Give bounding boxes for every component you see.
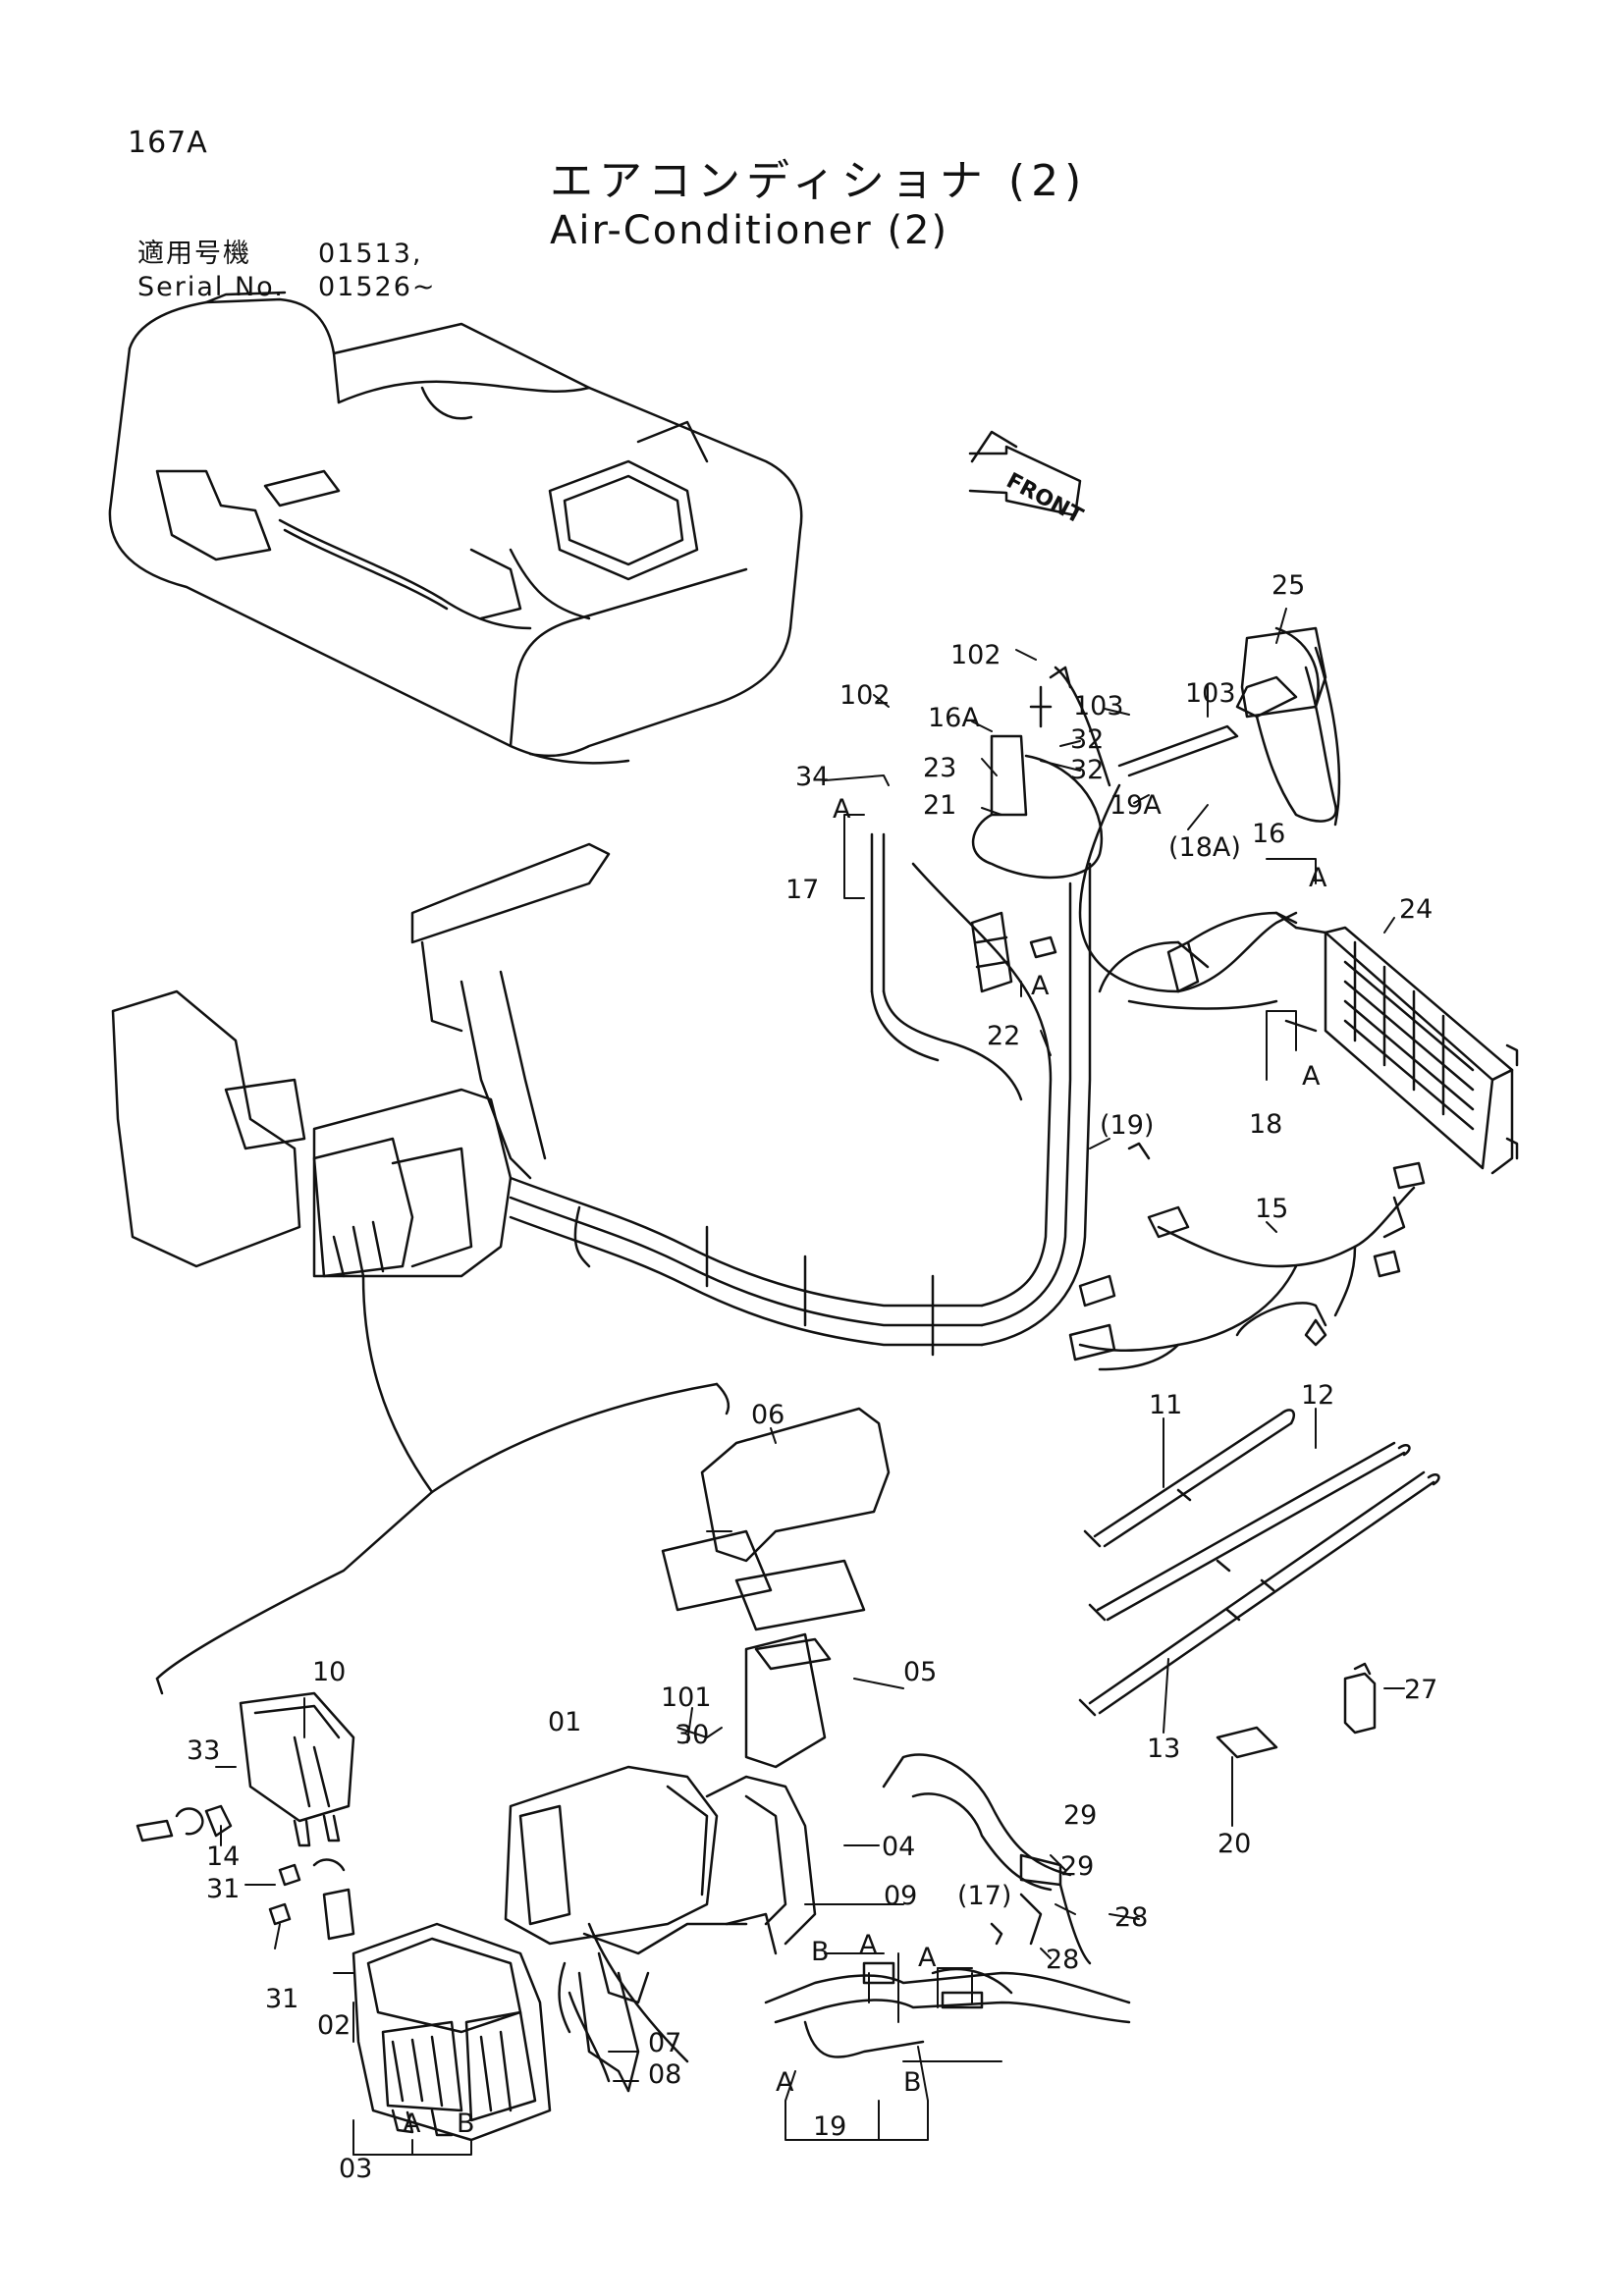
label-b-fitting-09: B [811, 1937, 830, 1967]
callout-32-lower: 32 [1070, 755, 1104, 785]
page-id: 167A [128, 126, 208, 160]
serial-value-2: 01526~ [318, 272, 437, 302]
callout-03: 03 [339, 2154, 372, 2184]
callout-15: 15 [1255, 1194, 1288, 1224]
callout-02: 02 [317, 2010, 351, 2041]
label-a-hose-18: A [1302, 1061, 1321, 1092]
callout-06: 06 [751, 1400, 784, 1430]
callout-10: 10 [312, 1657, 346, 1687]
callout-09: 09 [884, 1881, 917, 1911]
callout-103-right: 103 [1185, 678, 1236, 709]
label-a-hose-17: A [833, 794, 851, 825]
callout-103-left: 103 [1073, 691, 1124, 721]
callout-14: 14 [206, 1842, 240, 1872]
callout-21: 21 [923, 790, 956, 821]
wire-harness-drawing [1068, 1161, 1426, 1371]
callout-01: 01 [548, 1707, 581, 1737]
callout-30: 30 [676, 1720, 709, 1750]
callout-28-upper: 28 [1114, 1902, 1148, 1933]
callout-101: 101 [661, 1682, 712, 1713]
receiver-drier-and-hoses [870, 626, 1341, 1101]
callout-23: 23 [923, 753, 956, 783]
machine-overview-drawing [108, 291, 803, 765]
callout-17-ref: (17) [957, 1881, 1011, 1911]
callout-24: 24 [1399, 894, 1433, 925]
callout-19: 19 [813, 2111, 846, 2142]
condenser-drawing [1324, 926, 1519, 1175]
label-a-fitting-09: A [859, 1930, 878, 1960]
callout-18a-ref: (18A) [1168, 832, 1241, 863]
label-b-unit-03: B [457, 2109, 475, 2139]
callout-33: 33 [187, 1735, 220, 1766]
serial-value-1: 01513, [318, 239, 423, 269]
duct-and-hose-routing [111, 842, 1092, 1494]
callout-11: 11 [1149, 1390, 1182, 1420]
callout-19a: 19A [1109, 790, 1162, 821]
front-direction-arrow [968, 430, 1082, 517]
label-b-hose-19: B [903, 2067, 922, 2098]
callout-16a: 16A [928, 703, 980, 733]
label-a-clamp: A [1031, 971, 1050, 1001]
callout-16: 16 [1252, 819, 1285, 849]
callout-102-left: 102 [839, 680, 891, 711]
callout-05: 05 [903, 1657, 937, 1687]
callout-31-upper: 31 [206, 1874, 240, 1904]
callout-32-upper: 32 [1070, 724, 1104, 755]
label-a-fitting-17: A [918, 1943, 937, 1973]
exploded-unit-drawings [135, 1142, 1377, 2142]
title-english: Air-Conditioner (2) [550, 208, 949, 253]
callout-22: 22 [987, 1021, 1020, 1051]
callout-29-lower: 29 [1060, 1851, 1094, 1882]
callout-27: 27 [1404, 1675, 1437, 1705]
label-a-hose-16: A [1309, 863, 1327, 893]
callout-labels: FRONT 25 102 102 16A 103 103 32 32 34 23… [187, 468, 1437, 2184]
label-a-hose-19: A [776, 2067, 794, 2098]
pipe-rods-drawing [1078, 1409, 1440, 1717]
callout-19-ref: (19) [1100, 1110, 1154, 1141]
callout-04: 04 [882, 1832, 915, 1862]
callout-08: 08 [648, 2059, 681, 2090]
callout-102-upper: 102 [950, 640, 1001, 670]
callout-28-lower: 28 [1046, 1945, 1079, 1975]
callout-leader-lines [215, 608, 1405, 2156]
callout-13: 13 [1147, 1734, 1180, 1764]
callout-17: 17 [785, 875, 819, 905]
serial-label-jp: 適用号機 [137, 239, 251, 269]
callout-34: 34 [795, 762, 829, 792]
callout-20: 20 [1217, 1829, 1251, 1859]
callout-07: 07 [648, 2028, 681, 2058]
callout-25: 25 [1271, 570, 1305, 601]
callout-29-upper: 29 [1063, 1800, 1097, 1831]
callout-18: 18 [1249, 1109, 1282, 1140]
callout-31-lower: 31 [265, 1984, 298, 2014]
callout-12: 12 [1301, 1380, 1334, 1411]
title-japanese: エアコンディショナ (2) [550, 156, 1088, 206]
serial-label-en: Serial No. [137, 272, 285, 302]
serial-applicability: 適用号機 01513, Serial No. 01526~ [137, 238, 437, 304]
label-a-unit-03: A [403, 2109, 421, 2139]
